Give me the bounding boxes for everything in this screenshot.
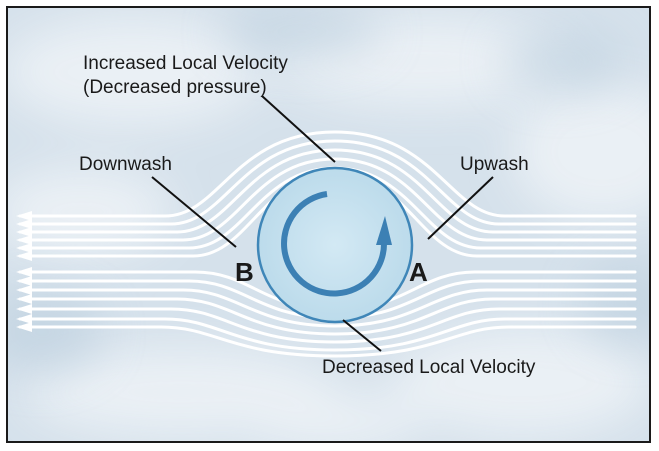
upwash-label: Upwash (460, 154, 529, 175)
streamline-over-1 (18, 130, 637, 218)
cloud-shadows (8, 8, 649, 372)
streamline-under-5 (18, 307, 637, 344)
left-arrowhead-icon (16, 219, 32, 229)
rotation-arrow-icon (281, 191, 392, 297)
top-leader-line (261, 95, 336, 163)
increased-velocity-label: Increased Local Velocity (83, 53, 288, 74)
streamline-over-3 (18, 148, 637, 234)
left-arrowhead-icon (16, 322, 32, 332)
streamline-under-3 (18, 288, 637, 328)
streamline-under-7 (18, 325, 637, 358)
downwash-leader-line (151, 176, 237, 248)
left-arrowhead-icon (16, 285, 32, 295)
point-b-label: B (235, 257, 254, 287)
decreased-velocity-label: Decreased Local Velocity (322, 357, 536, 378)
left-arrowhead-icon (16, 211, 32, 221)
left-arrowhead-icon (16, 294, 32, 304)
flow-arrowheads (16, 211, 32, 332)
left-arrowhead-icon (16, 227, 32, 237)
upwash-leader-line (427, 176, 494, 240)
left-arrowhead-icon (16, 267, 32, 277)
left-arrowhead-icon (16, 314, 32, 324)
left-arrowhead-icon (16, 251, 32, 261)
left-arrowhead-icon (16, 243, 32, 253)
leader-lines (151, 95, 494, 352)
point-a-label: A (409, 257, 428, 287)
bottom-leader-line (342, 319, 382, 352)
streamline-under-6 (18, 317, 637, 352)
magnus-effect-diagram: Increased Local Velocity (Decreased pres… (8, 8, 649, 441)
left-arrowhead-icon (16, 235, 32, 245)
diagram-frame: Increased Local Velocity (Decreased pres… (6, 6, 651, 443)
left-arrowhead-icon (16, 276, 32, 286)
downwash-label: Downwash (79, 154, 172, 175)
decreased-pressure-label: (Decreased pressure) (83, 77, 267, 98)
left-arrowhead-icon (16, 304, 32, 314)
streamline-over-4 (18, 157, 637, 242)
streamline-under-4 (18, 297, 637, 336)
